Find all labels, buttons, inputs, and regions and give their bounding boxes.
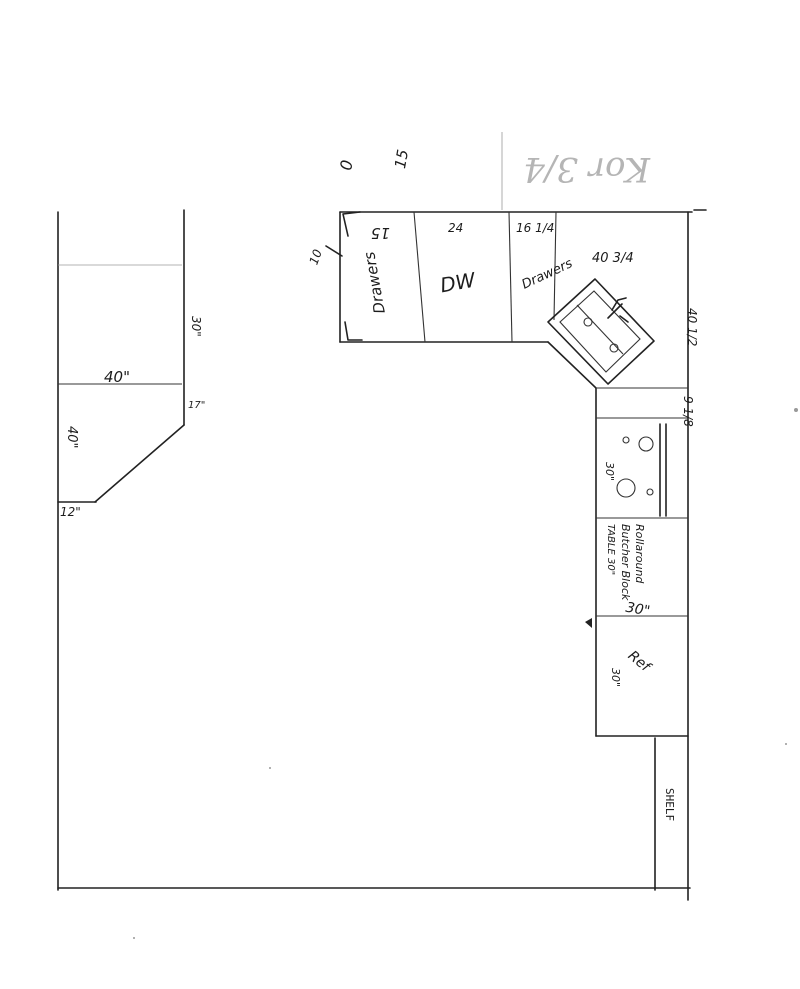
burner-1 (638, 436, 654, 452)
island-angled-edge (94, 424, 185, 503)
island-width-label: 40" (104, 368, 130, 386)
drawers-right-label: Drawers (520, 256, 576, 293)
ghost-bleed-text: Kor 3/4 (523, 149, 651, 189)
sink-width: 40 3/4 (592, 251, 634, 266)
drawers-right-width: 16 1/4 (516, 221, 554, 235)
corner-leader-line (325, 245, 343, 257)
ref-label: Ref (625, 648, 655, 677)
header-mark-a: 0 (336, 159, 356, 172)
speck-4 (785, 743, 787, 745)
left-end-bevel (342, 211, 363, 341)
burner-4 (646, 488, 654, 496)
drain-right (609, 343, 619, 353)
sink-outer-rim (547, 278, 655, 385)
sink-basin (559, 290, 641, 373)
burner-3 (616, 478, 636, 498)
rollaround-line1: Rollaround (633, 524, 646, 584)
dw-width: 24 (448, 221, 463, 235)
right-counter-run: 9 1/8 30" Rollaround Butcher Block TABLE… (585, 387, 695, 891)
corner-sink (547, 278, 655, 389)
dw-label: DW (438, 267, 478, 297)
speck-1 (269, 767, 271, 769)
header-mark-b: 15 (391, 148, 412, 170)
header-marks: 0 15 Kor 3/4 (336, 132, 651, 210)
corner-right-label: 40 1/2 (685, 308, 699, 346)
speck-3 (794, 408, 798, 412)
ref-width: 30" (609, 668, 622, 687)
island-bottom-label: 12" (60, 505, 81, 519)
scan-specks (133, 408, 798, 939)
island-depth-label: 30" (189, 316, 203, 337)
speck-2 (133, 937, 135, 939)
filler-label: 9 1/8 (681, 396, 695, 427)
drain-left (583, 317, 593, 327)
rollaround-line3: TABLE 30" (605, 524, 616, 575)
island-short-side-label: 17" (188, 400, 205, 411)
rollaround-line2: Butcher Block (619, 524, 632, 601)
rollaround-width: 30" (624, 600, 651, 620)
room-walls (57, 209, 707, 901)
shelf-label: SHELF (663, 788, 676, 821)
island-side-label: 40" (64, 426, 79, 449)
range-width: 30" (603, 462, 616, 481)
drawers-left-label: Drawers (360, 250, 389, 315)
corner-label: 10 (307, 247, 326, 266)
sink-divider (576, 304, 624, 355)
divider-2 (508, 211, 513, 343)
sink-cabinet-angled-front (547, 341, 597, 389)
divider-1 (413, 211, 426, 343)
arrow-marker (585, 618, 592, 628)
burner-2 (622, 436, 630, 444)
drawers-left-width: 15 (371, 224, 390, 242)
divider-3 (553, 211, 557, 321)
faucet (607, 297, 629, 323)
left-island: 40" 40" 30" 17" 12" (57, 209, 205, 519)
